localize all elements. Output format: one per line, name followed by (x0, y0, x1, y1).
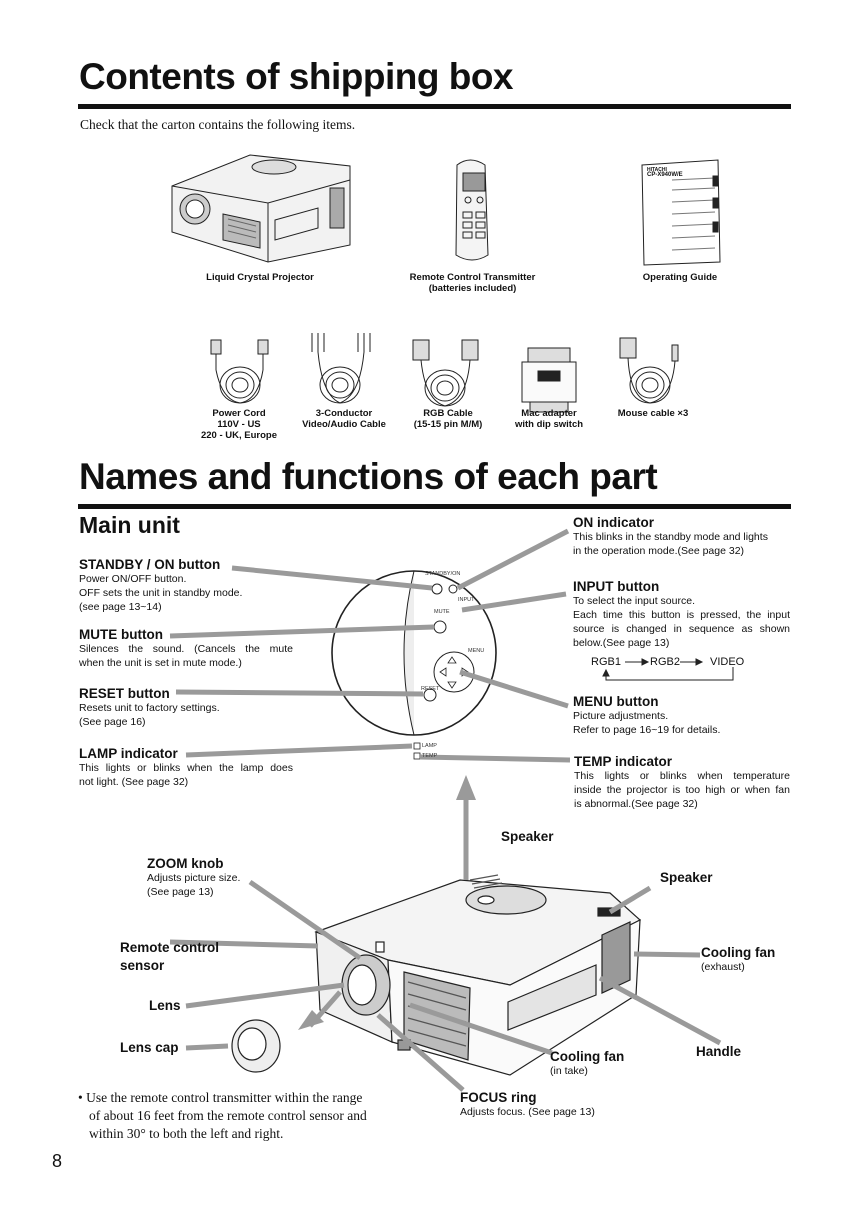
label-cooling-fan-intake: Cooling fan (in take) (550, 1049, 670, 1078)
label-speaker-top: Speaker (501, 829, 554, 844)
label-lens-cap: Lens cap (120, 1040, 179, 1055)
label-zoom: ZOOM knob Adjusts picture size. (See pag… (147, 856, 307, 899)
label-remote-sensor: Remote control sensor (120, 939, 270, 975)
label-lens: Lens (149, 998, 181, 1013)
page-number: 8 (52, 1151, 62, 1172)
label-focus: FOCUS ring Adjusts focus. (See page 13) (460, 1090, 660, 1119)
label-handle: Handle (696, 1044, 741, 1059)
label-cooling-fan-exhaust: Cooling fan (exhaust) (701, 945, 821, 974)
label-speaker-right: Speaker (660, 870, 713, 885)
remote-range-note: • Use the remote control transmitter wit… (78, 1089, 448, 1143)
